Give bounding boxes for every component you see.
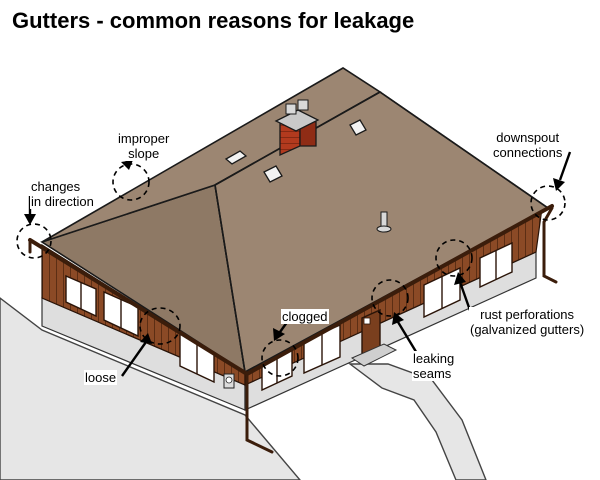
electric-meter xyxy=(224,374,234,388)
label-changes-in-direction: changes in direction xyxy=(30,179,95,209)
label-clogged: clogged xyxy=(281,309,329,324)
label-improper-slope: improper slope xyxy=(117,131,170,161)
label-rust-perforations: rust perforations (galvanized gutters) xyxy=(469,307,585,337)
walkway xyxy=(350,364,486,480)
diagram-title: Gutters - common reasons for leakage xyxy=(12,8,414,34)
label-loose: loose xyxy=(84,370,117,385)
label-leaking-seams: leaking seams xyxy=(412,351,455,381)
label-downspout-connections: downspout connections xyxy=(492,130,563,160)
